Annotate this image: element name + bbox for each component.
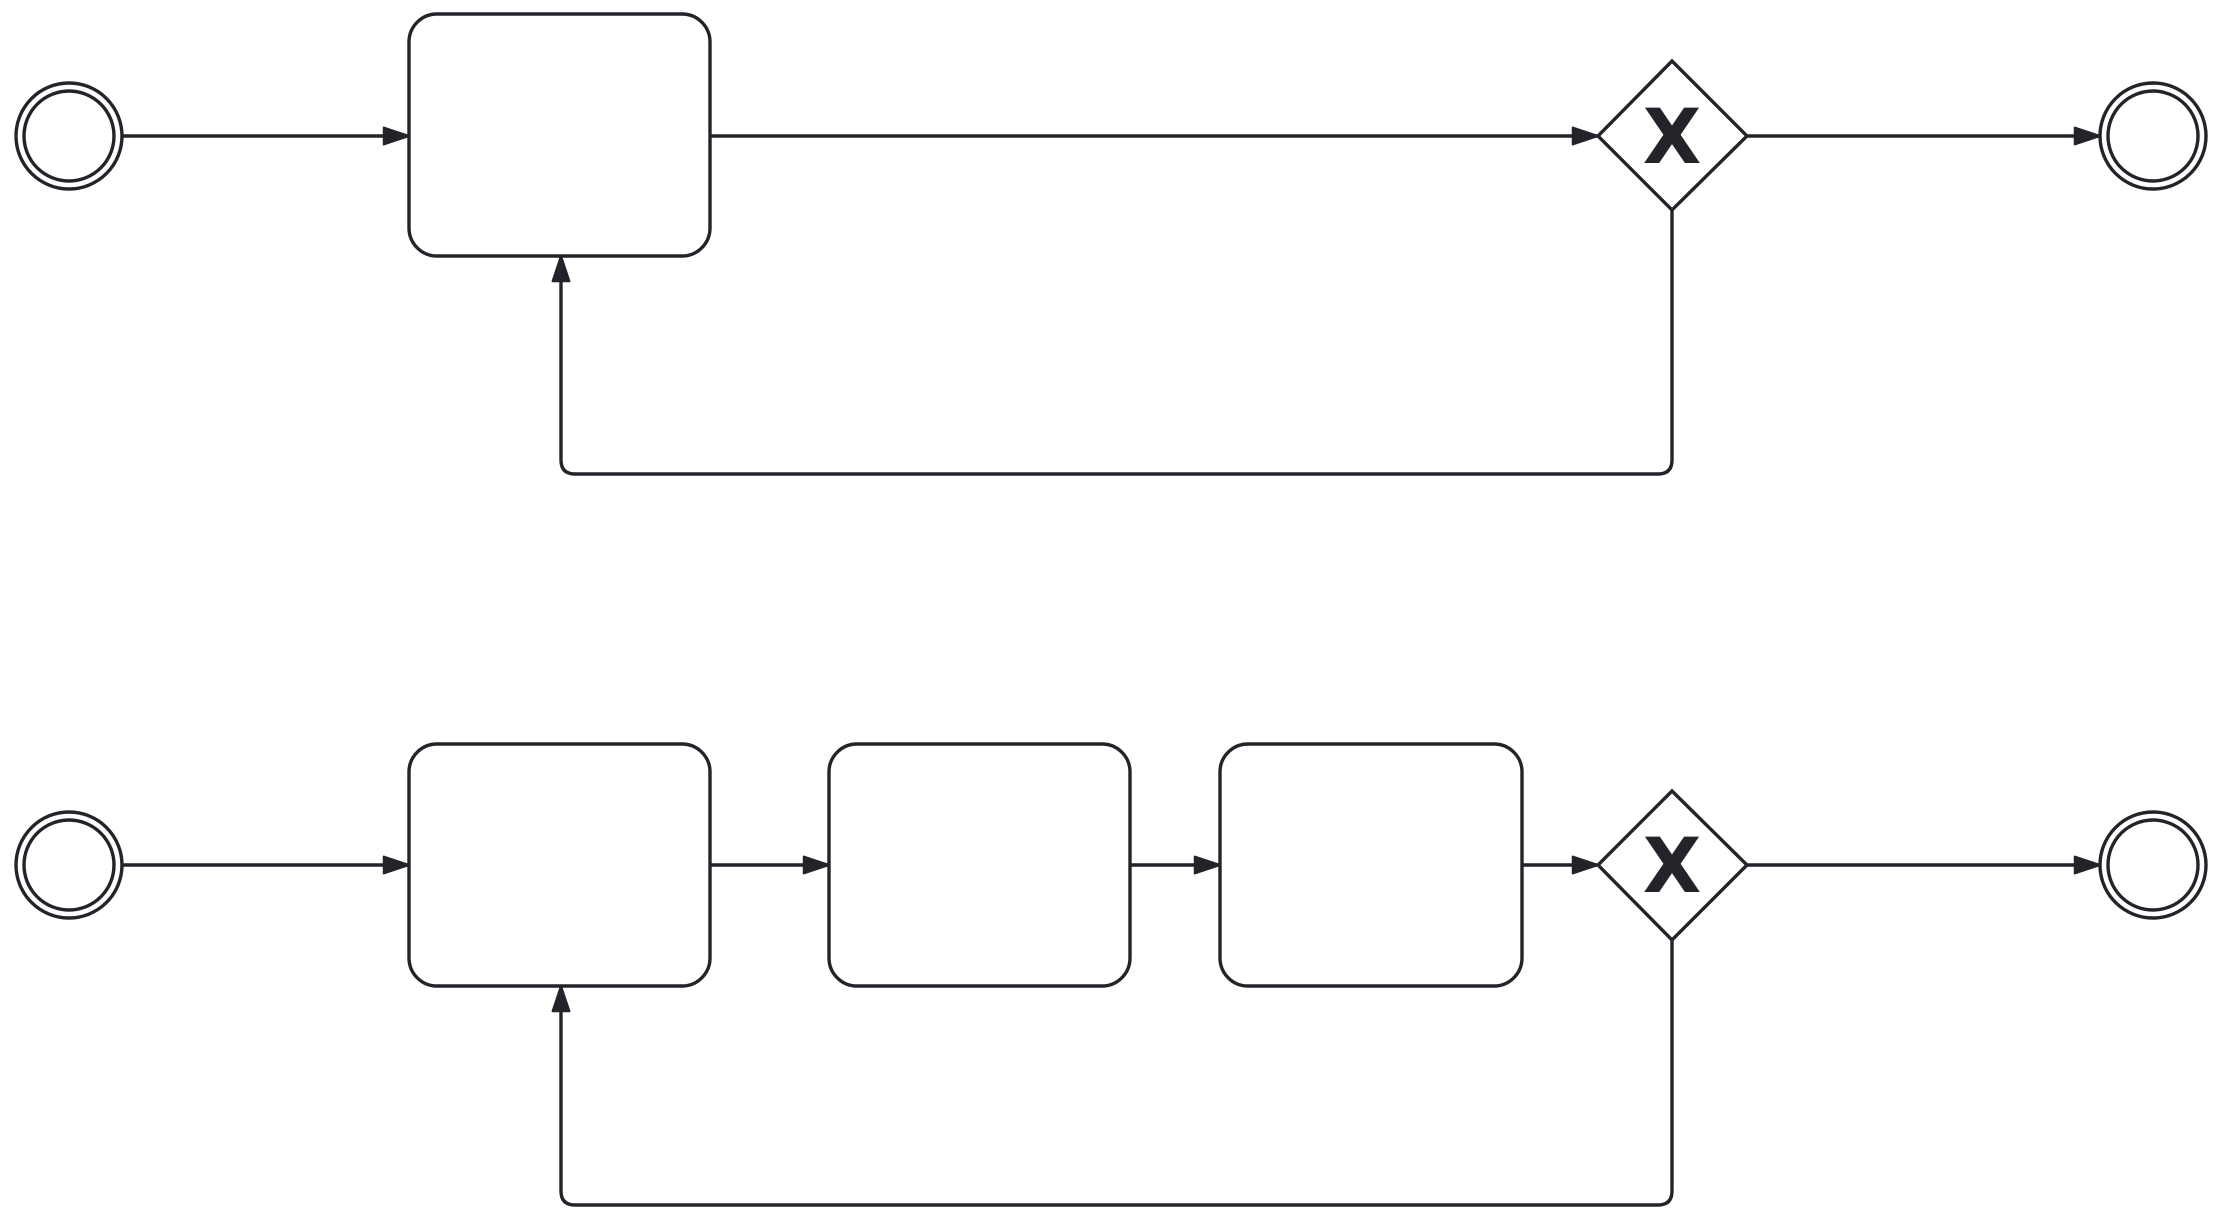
process-1-start-event[interactable] — [14, 81, 124, 191]
process-1: X — [14, 12, 2208, 476]
process-1-gateway-marker: X — [1643, 92, 1702, 181]
process-1-flow-loop-back[interactable] — [551, 210, 1674, 476]
process-1-exclusive-gateway[interactable]: X — [1595, 58, 1750, 213]
process-2-exclusive-gateway[interactable]: X — [1595, 788, 1750, 943]
process-1-task-1[interactable] — [407, 12, 712, 258]
process-2-start-event[interactable] — [14, 810, 124, 920]
process-2-task-2[interactable] — [827, 742, 1132, 988]
process-2-flow-loop-back[interactable] — [551, 940, 1674, 1207]
process-2-gateway-marker: X — [1643, 821, 1702, 910]
process-2-task-1[interactable] — [407, 742, 712, 988]
process-2: X — [14, 742, 2208, 1207]
process-1-end-event[interactable] — [2098, 81, 2208, 191]
process-2-end-event[interactable] — [2098, 810, 2208, 920]
process-2-task-3[interactable] — [1218, 742, 1524, 988]
